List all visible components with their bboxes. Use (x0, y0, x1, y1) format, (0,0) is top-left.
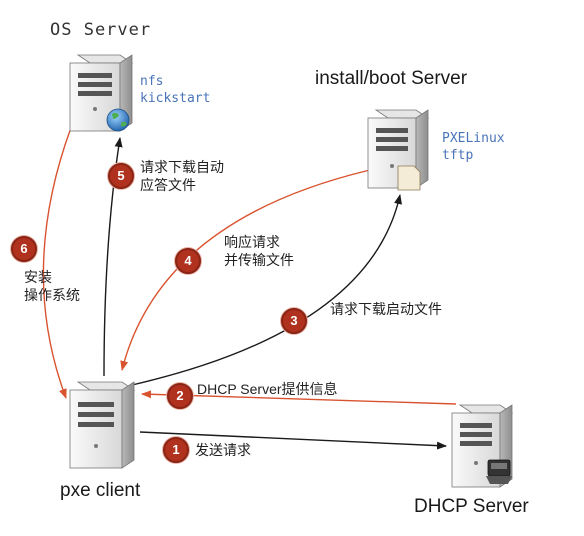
pxe-client-icon (69, 381, 136, 469)
step-label-1: 发送请求 (195, 442, 251, 458)
step-label-6-line-2: 操作系统 (24, 287, 80, 303)
install-server-services: PXELinux tftp (442, 130, 505, 164)
os-server-icon (69, 54, 134, 132)
arrow-step-6 (42, 124, 73, 399)
step-badge-3: 3 (281, 308, 307, 334)
service-nfs: nfs (140, 74, 164, 89)
step-badge-2: 2 (167, 383, 193, 409)
service-pxelinux: PXELinux (442, 131, 505, 146)
step-label-5-line-2: 应答文件 (140, 177, 196, 193)
pxe-client-title: pxe client (60, 480, 141, 501)
step-label-6: 安装 操作系统 (24, 268, 80, 304)
step-label-4: 响应请求 并传输文件 (224, 233, 294, 269)
step-badge-5: 5 (108, 163, 134, 189)
step-label-6-line-1: 安装 (24, 269, 52, 285)
step-label-4-line-1: 响应请求 (224, 234, 280, 250)
step-badge-6: 6 (11, 236, 37, 262)
arrow-step-1 (139, 431, 447, 450)
os-server-title: OS Server (50, 20, 152, 40)
file-icon (397, 165, 421, 191)
step-badge-1: 1 (163, 437, 189, 463)
install-server-title: install/boot Server (315, 68, 468, 89)
step-badge-4: 4 (175, 248, 201, 274)
arrow-step-4 (120, 169, 371, 371)
step-label-3: 请求下载启动文件 (330, 301, 442, 317)
service-tftp: tftp (442, 148, 474, 163)
install-server-icon (367, 109, 430, 189)
arrow-step-3 (131, 194, 402, 386)
step-label-4-line-2: 并传输文件 (224, 252, 294, 268)
step-label-2: DHCP Server提供信息 (197, 381, 338, 397)
service-kickstart: kickstart (140, 91, 211, 106)
globe-icon (106, 108, 130, 132)
dhcp-server-title: DHCP Server (414, 496, 529, 517)
os-server-services: nfs kickstart (140, 73, 210, 107)
phone-icon (486, 459, 512, 484)
step-label-5: 请求下载自动 应答文件 (140, 158, 224, 194)
arrow-step-2 (141, 390, 457, 405)
step-label-5-line-1: 请求下载自动 (140, 159, 224, 175)
